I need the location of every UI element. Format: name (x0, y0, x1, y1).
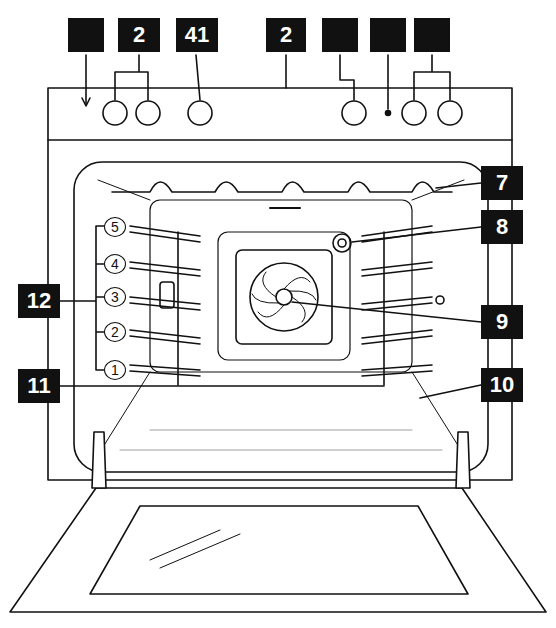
shelf-rail (362, 226, 444, 385)
callout-number: 7 (481, 166, 523, 200)
leader-line (58, 183, 481, 398)
control-knob (103, 101, 462, 125)
callout-square (68, 18, 450, 52)
shelf-level-number: 5 (104, 217, 126, 237)
shelf-rail (130, 226, 200, 385)
callout-number: 11 (18, 369, 60, 403)
leader-line (82, 55, 450, 109)
heating-element (112, 182, 452, 192)
callout-number: 41 (176, 18, 218, 52)
oven-lamp (333, 234, 351, 252)
shelf-level-number: 4 (104, 254, 126, 274)
shelf-level-number: 1 (104, 360, 126, 380)
oven-door (10, 432, 546, 612)
oven-cavity (74, 162, 488, 472)
fan (250, 263, 318, 331)
oven-housing (48, 88, 512, 480)
indicator-lamp (386, 111, 391, 116)
callout-number: 2 (266, 18, 306, 52)
callout-number: 10 (481, 368, 523, 402)
callout-number: 12 (18, 284, 60, 318)
callout-number: 2 (118, 18, 160, 52)
shelf-level-number: 3 (104, 287, 126, 307)
shelf-level-number: 2 (104, 322, 126, 342)
callout-number: 9 (481, 305, 523, 339)
callout-number: 8 (481, 210, 523, 244)
fan-cover (236, 250, 332, 344)
